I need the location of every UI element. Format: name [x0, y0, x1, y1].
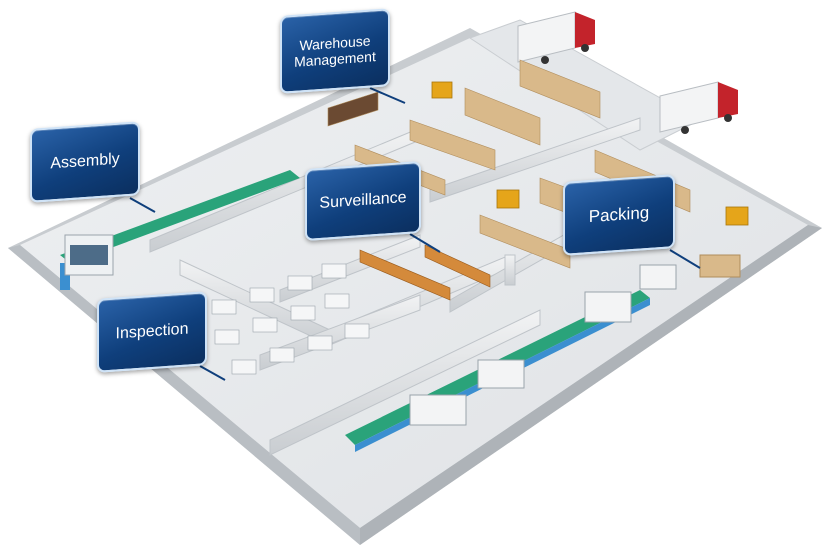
forklifts — [431, 81, 749, 226]
warehouse-management-label: Warehouse Management — [294, 32, 376, 70]
packing-callout: Packing — [563, 174, 675, 256]
truck-top — [517, 11, 595, 64]
warehouse-management-callout: Warehouse Management — [280, 8, 390, 94]
inspection-stations — [211, 263, 370, 375]
assembly-line — [60, 170, 300, 290]
interior-walls — [149, 117, 641, 456]
surveillance-callout: Surveillance — [305, 160, 421, 242]
inspection-callout: Inspection — [97, 291, 207, 373]
inspection-label: Inspection — [115, 320, 189, 343]
packing-label: Packing — [588, 203, 650, 227]
surveillance-desks — [359, 244, 491, 301]
outer-wall-left — [8, 245, 360, 545]
surveillance-label: Surveillance — [319, 188, 407, 212]
truck-right — [659, 81, 738, 134]
callout-pointers — [129, 87, 701, 381]
assembly-label: Assembly — [50, 150, 120, 173]
assembly-callout: Assembly — [30, 121, 140, 203]
outer-wall-right — [360, 225, 822, 545]
packing-line — [345, 254, 741, 452]
